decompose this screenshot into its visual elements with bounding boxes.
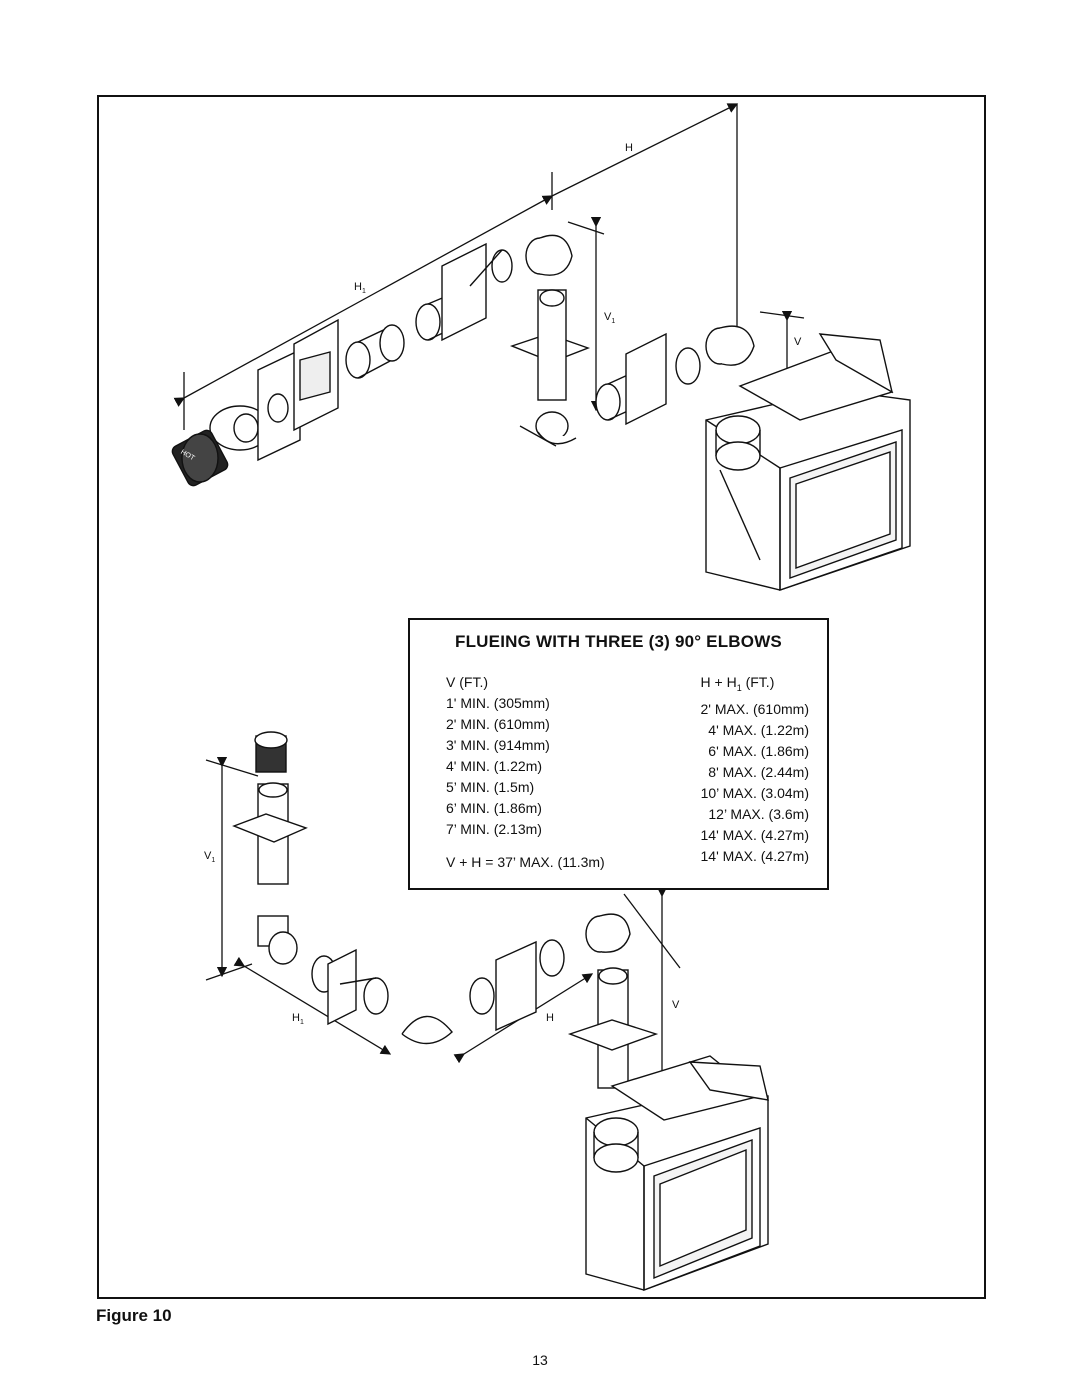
figure-caption: Figure 10 (96, 1306, 172, 1325)
label-v1-top: V1 (604, 311, 616, 326)
h-row: 12’ MAX. (3.6m) (708, 805, 809, 822)
flueing-table: FLUEING WITH THREE (3) 90° ELBOWS V (FT.… (408, 618, 829, 890)
v-column: V (FT.) 1' MIN. (305mm) 2' MIN. (610mm) … (446, 672, 550, 840)
label-h1-bottom: H1 (292, 1012, 304, 1027)
page-number: 13 (532, 1352, 548, 1368)
h-column: H + H1 (FT.) 2' MAX. (610mm) 4' MAX. (1.… (701, 672, 810, 867)
h-row: 8' MAX. (2.44m) (708, 763, 809, 780)
label-h-bottom: H (546, 1012, 554, 1024)
bottom-fireplace (585, 1055, 769, 1292)
v-row: 5’ MIN. (1.5m) (446, 779, 535, 795)
termination-cap (171, 405, 271, 487)
h-row: 6' MAX. (1.86m) (708, 742, 809, 759)
v-header: V (FT.) (446, 674, 488, 690)
label-h-top: H (625, 142, 633, 154)
label-v-bottom: V (672, 999, 680, 1011)
h-row: 2' MAX. (610mm) (700, 700, 809, 717)
h-row: 14' MAX. (4.27m) (700, 826, 810, 843)
h-row: 10’ MAX. (3.04m) (700, 784, 809, 801)
figure-frame (97, 95, 986, 1299)
h-row: 4' MAX. (1.22m) (708, 721, 809, 738)
top-fireplace (705, 333, 911, 591)
v-row: 7’ MIN. (2.13m) (446, 821, 542, 837)
bottom-vent-components (232, 731, 659, 1089)
table-footer: V + H = 37’ MAX. (11.3m) (446, 854, 605, 870)
h-header: H + H1 (FT.) (700, 674, 775, 693)
v-row: 4' MIN. (1.22m) (446, 758, 543, 774)
v-row: 3' MIN. (914mm) (446, 737, 550, 753)
label-v1-bottom: V1 (204, 850, 216, 865)
table-title: FLUEING WITH THREE (3) 90° ELBOWS (455, 632, 782, 651)
label-v-top: V (794, 336, 802, 348)
v-row: 1' MIN. (305mm) (446, 695, 550, 711)
v-row: 2' MIN. (610mm) (446, 716, 550, 732)
v-row: 6’ MIN. (1.86m) (446, 800, 542, 816)
label-h1-top: H1 (354, 281, 366, 296)
h-row: 14' MAX. (4.27m) (700, 847, 810, 864)
top-vent-components (171, 234, 755, 487)
